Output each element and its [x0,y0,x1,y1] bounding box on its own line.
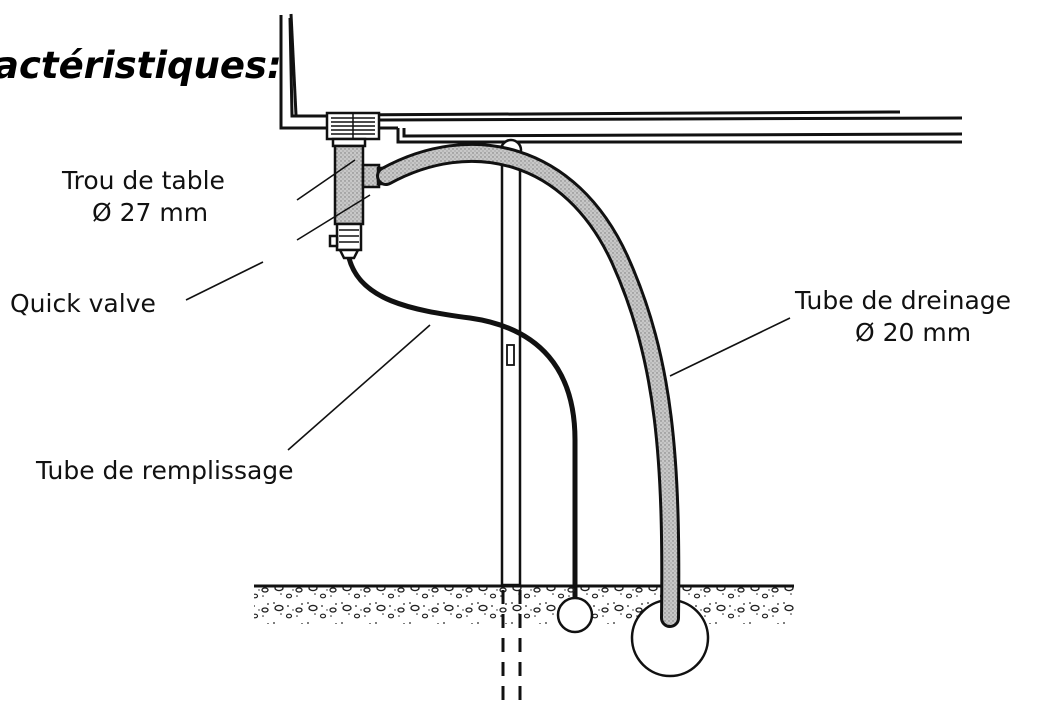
leader-lines [185,159,791,451]
label-fill-tube: Tube de remplissage [36,456,294,485]
label-table-hole-diameter: Ø 27 mm [92,198,209,227]
label-drain-tube-diameter: Ø 20 mm [855,318,972,347]
support-post [499,138,523,587]
label-drain-tube: Tube de dreinage [795,286,1012,315]
leader-table-hole [296,159,356,201]
leader-quick-valve [185,261,264,301]
fill-tube-ground-pipe [556,596,594,634]
leader-fill-tube [287,324,431,451]
drain-tube [376,142,681,628]
fill-tube [346,257,578,600]
post-underground-dashed [501,590,522,703]
label-table-hole: Trou de table [62,166,225,195]
page-title: actéristiques: [0,44,282,87]
leader-table-hole-2 [296,194,371,241]
table-hole-grate [325,111,381,141]
label-quick-valve: Quick valve [10,289,156,318]
quick-valve-body [328,137,390,260]
table-tray [279,13,963,144]
leader-drain-tube [669,317,791,377]
ground-gravel [254,584,794,624]
